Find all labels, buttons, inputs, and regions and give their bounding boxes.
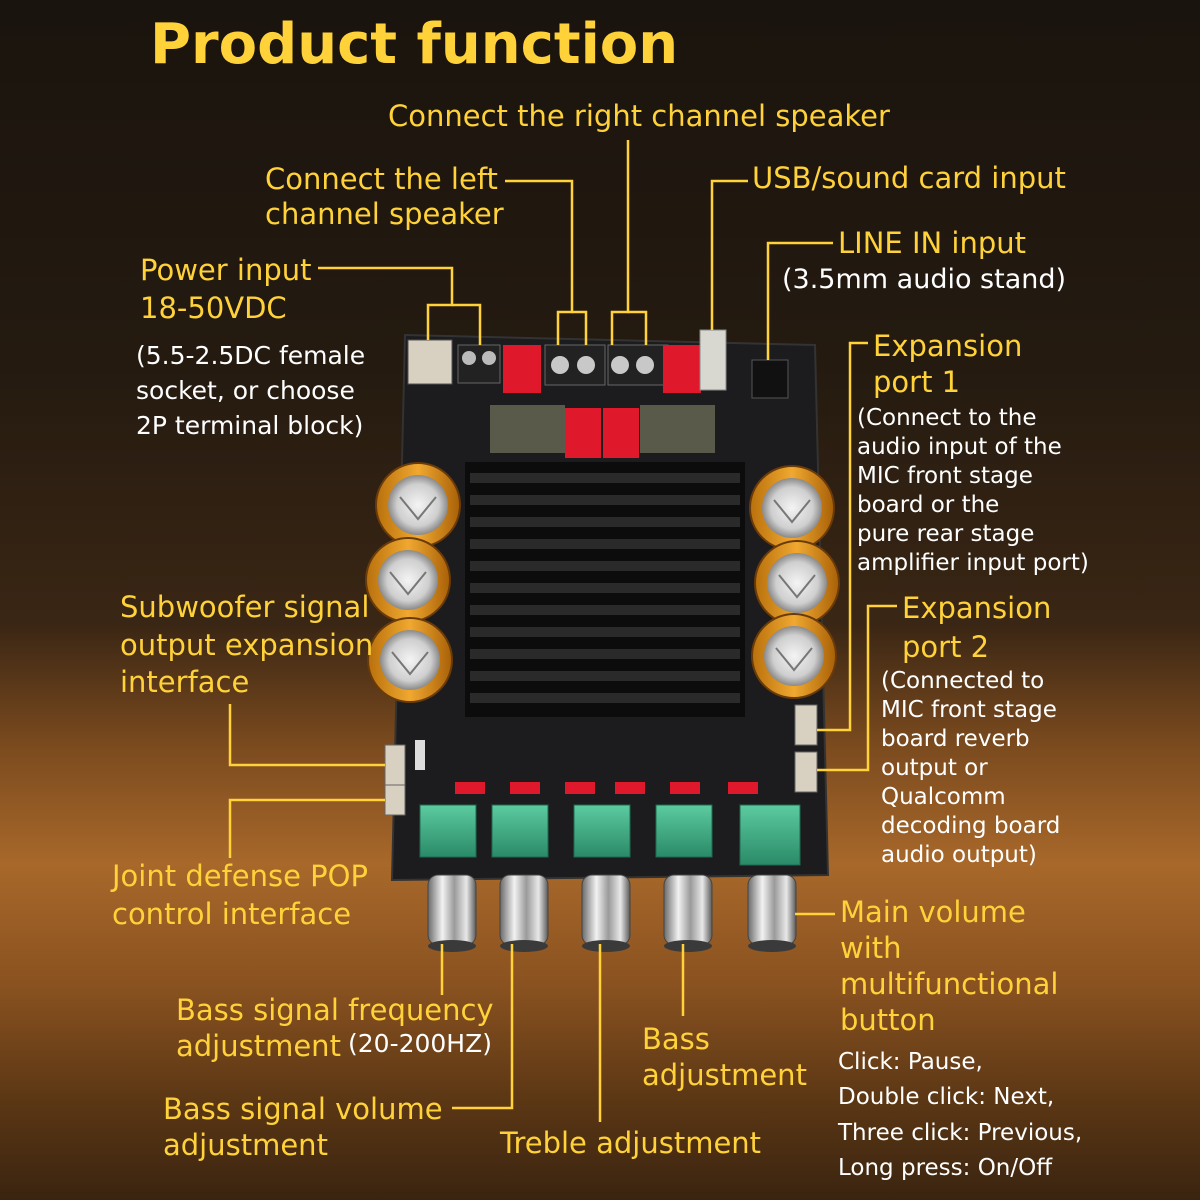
adjustment-knob	[419, 804, 477, 952]
label-left-channel: Connect the left channel speaker	[265, 162, 504, 231]
label-main-volume-sub: Click: Pause, Double click: Next, Three …	[838, 1049, 1083, 1182]
label-bass-volume: Bass signal volume adjustment	[163, 1092, 443, 1163]
label-expansion-1: Expansion port 1	[873, 329, 1023, 400]
usb-port	[699, 329, 727, 391]
label-bass-frequency: Bass signal frequency adjustment	[176, 993, 494, 1064]
power-socket	[407, 339, 453, 385]
label-power-input: Power input 18-50VDC	[140, 253, 312, 325]
label-joint-defense: Joint defense POP control interface	[112, 859, 368, 931]
line-in-jack	[751, 359, 789, 399]
label-expansion-2-sub: (Connected to MIC front stage board reve…	[881, 668, 1061, 868]
capacitor	[365, 537, 451, 623]
page-title: Product function	[150, 12, 679, 77]
capacitor	[751, 613, 837, 699]
capacitor	[367, 617, 453, 703]
label-power-input-sub: (5.5-2.5DC female socket, or choose 2P t…	[136, 341, 366, 440]
adjustment-knob	[739, 804, 801, 952]
label-usb-input: USB/sound card input	[752, 161, 1066, 195]
label-main-volume: Main volume with multifunctional button	[840, 895, 1059, 1037]
adjustment-knob	[655, 804, 713, 952]
label-treble-adjustment: Treble adjustment	[500, 1126, 762, 1160]
capacitor	[754, 540, 840, 626]
label-expansion-2: Expansion port 2	[902, 591, 1052, 665]
adjustment-knob	[491, 804, 549, 952]
capacitor	[749, 465, 835, 551]
adjustment-knob	[573, 804, 631, 952]
capacitor	[375, 462, 461, 548]
label-subwoofer: Subwoofer signal output expansion interf…	[120, 590, 374, 700]
label-expansion-1-sub: (Connect to the audio input of the MIC f…	[857, 405, 1089, 576]
label-bass-adjustment: Bass adjustment	[642, 1022, 807, 1093]
label-right-channel: Connect the right channel speaker	[388, 99, 890, 133]
label-bass-frequency-range: (20-200HZ)	[348, 1029, 492, 1058]
label-line-in: LINE IN input	[838, 226, 1027, 260]
label-line-in-sub: (3.5mm audio stand)	[782, 264, 1067, 295]
